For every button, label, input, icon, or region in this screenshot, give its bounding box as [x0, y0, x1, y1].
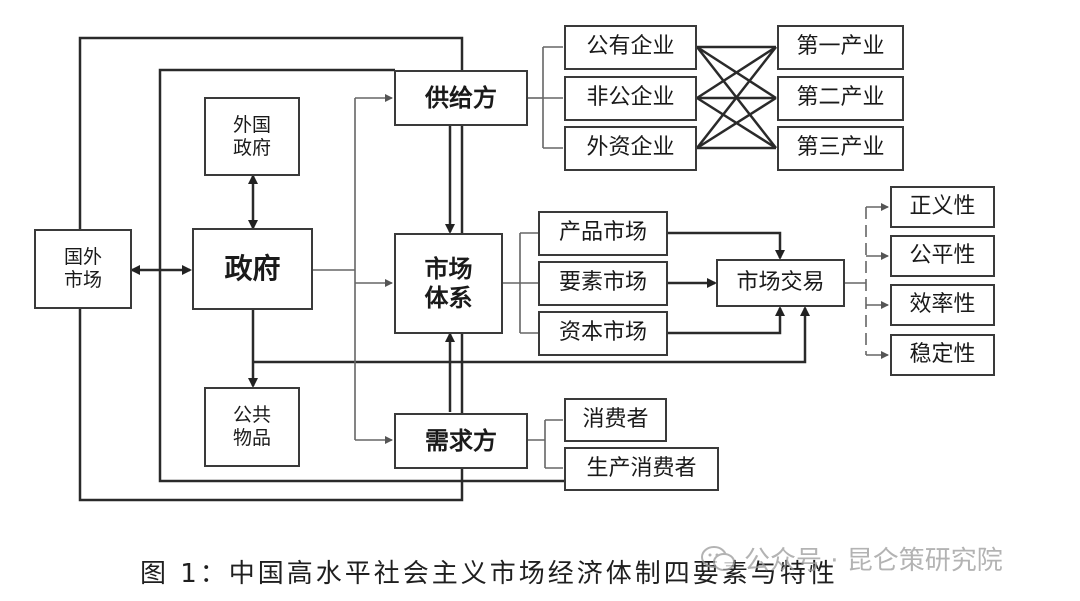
- node-efficiency: 效率性: [890, 284, 995, 326]
- watermark: 公众号 · 昆仑策研究院: [700, 540, 1003, 577]
- node-product-market: 产品市场: [538, 211, 668, 256]
- node-factor-market: 要素市场: [538, 261, 668, 306]
- node-producer-consumer: 生产消费者: [564, 447, 719, 491]
- node-industry-1: 第一产业: [777, 25, 904, 70]
- arrow-gov-trade: [253, 306, 810, 364]
- node-government: 政府: [192, 228, 313, 310]
- arrow-product-trade: [668, 231, 785, 260]
- node-supply: 供给方: [394, 70, 528, 126]
- node-market-trade: 市场交易: [716, 259, 845, 307]
- node-industry-3: 第三产业: [777, 126, 904, 171]
- node-stability: 稳定性: [890, 334, 995, 376]
- node-foreign-market: 国外 市场: [34, 229, 132, 309]
- arrow-capital-trade: [668, 306, 785, 335]
- node-consumer: 消费者: [564, 398, 667, 442]
- node-industry-2: 第二产业: [777, 76, 904, 121]
- node-public-goods: 公共 物品: [204, 387, 300, 467]
- wechat-icon: [701, 545, 735, 571]
- node-capital-market: 资本市场: [538, 311, 668, 356]
- node-nonpublic-enterprise: 非公企业: [564, 76, 697, 121]
- node-foreign-enterprise: 外资企业: [564, 126, 697, 171]
- inner-loop: [158, 68, 565, 483]
- node-justice: 正义性: [890, 186, 995, 228]
- node-demand: 需求方: [394, 413, 528, 469]
- node-fairness: 公平性: [890, 235, 995, 277]
- node-public-enterprise: 公有企业: [564, 25, 697, 70]
- node-foreign-government: 外国 政府: [204, 97, 300, 176]
- watermark-text: 公众号 · 昆仑策研究院: [744, 546, 1003, 576]
- node-market-system: 市场 体系: [394, 233, 503, 334]
